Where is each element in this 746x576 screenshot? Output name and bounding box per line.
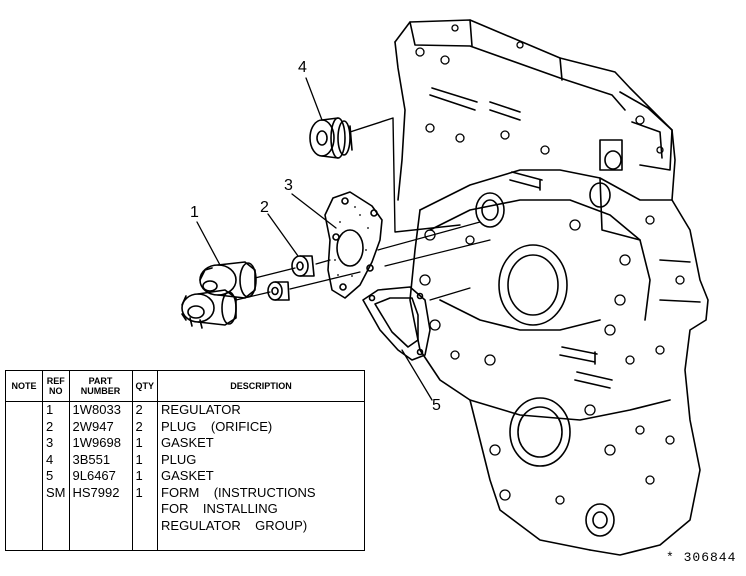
callout-1: 1 <box>190 204 199 221</box>
cell-part-number: 1W9698 <box>68 435 133 452</box>
cell-qty: 2 <box>131 418 159 435</box>
cell-note <box>5 435 43 452</box>
header-ref-no: REF NO <box>42 370 70 402</box>
orifice-plug-part-2 <box>267 255 315 301</box>
cell-ref-no: 1 <box>42 401 70 419</box>
plug-part-4 <box>309 117 353 159</box>
cell-part-number: 1W8033 <box>68 401 133 419</box>
cell-ref-no <box>42 501 70 518</box>
engine-front-housing <box>394 19 709 556</box>
cell-description: PLUG (ORIFICE) <box>157 418 366 435</box>
table-header-row: NOTE REF NO PART NUMBER QTY DESCRIPTION <box>5 370 366 402</box>
cell-part-number <box>68 501 133 518</box>
empty-cell <box>68 534 133 551</box>
cell-description: FORM (INSTRUCTIONS <box>157 484 366 501</box>
cell-note <box>5 517 43 534</box>
plug-axis-line <box>349 117 461 233</box>
cell-qty: 1 <box>131 484 159 501</box>
cell-description: GASKET <box>157 435 366 452</box>
callout-5: 5 <box>432 397 441 414</box>
cell-qty: 1 <box>131 451 159 468</box>
cell-ref-no: 2 <box>42 418 70 435</box>
empty-cell <box>131 534 159 551</box>
callout-2: 2 <box>260 199 269 216</box>
cell-note <box>5 501 43 518</box>
cell-description: FOR INSTALLING <box>157 501 366 518</box>
cell-description: GASKET <box>157 468 366 485</box>
header-part-line2: NUMBER <box>80 386 121 396</box>
cell-note <box>5 468 43 485</box>
cell-note <box>5 451 43 468</box>
gasket-axis-line <box>429 287 471 301</box>
cell-description: PLUG <box>157 451 366 468</box>
header-description: DESCRIPTION <box>157 370 366 402</box>
drawing-number: * 306844 <box>666 550 737 565</box>
cell-note <box>5 484 43 501</box>
cell-description: REGULATOR <box>157 401 366 419</box>
regulator-axis-line-lower <box>235 239 491 301</box>
gasket-part-3 <box>324 191 383 299</box>
table-row: REGULATOR GROUP) <box>5 517 366 534</box>
header-qty: QTY <box>131 370 159 402</box>
parts-list-table: NOTE REF NO PART NUMBER QTY DESCRIPTION … <box>5 370 366 551</box>
regulator-part-1 <box>181 261 257 329</box>
cell-part-number <box>68 517 133 534</box>
cell-description: REGULATOR GROUP) <box>157 517 366 534</box>
callout-3: 3 <box>284 177 293 194</box>
table-row-spacer <box>5 534 366 551</box>
cell-note <box>5 401 43 419</box>
gasket-part-5 <box>362 286 431 361</box>
cell-part-number: 3B551 <box>68 451 133 468</box>
cell-ref-no: 5 <box>42 468 70 485</box>
cell-ref-no: 4 <box>42 451 70 468</box>
cell-qty <box>131 501 159 518</box>
cell-qty: 1 <box>131 435 159 452</box>
cell-part-number: 9L6467 <box>68 468 133 485</box>
empty-cell <box>5 534 43 551</box>
cell-ref-no: SM <box>42 484 70 501</box>
cell-note <box>5 418 43 435</box>
callout-4: 4 <box>298 59 307 76</box>
empty-cell <box>157 534 366 551</box>
cell-part-number: 2W947 <box>68 418 133 435</box>
cell-ref-no <box>42 517 70 534</box>
header-part-number: PART NUMBER <box>68 370 133 402</box>
cell-qty: 1 <box>131 468 159 485</box>
table-row: FOR INSTALLING <box>5 501 366 518</box>
callout-leaders <box>196 77 433 401</box>
empty-cell <box>42 534 70 551</box>
header-ref-line2: NO <box>49 386 63 396</box>
cell-qty: 2 <box>131 401 159 419</box>
header-ref-line1: REF <box>46 376 65 386</box>
header-part-line1: PART <box>88 376 113 386</box>
cell-qty <box>131 517 159 534</box>
cell-ref-no: 3 <box>42 435 70 452</box>
regulator-axis-line <box>254 221 481 279</box>
header-note: NOTE <box>5 370 43 402</box>
cell-part-number: HS7992 <box>68 484 133 501</box>
